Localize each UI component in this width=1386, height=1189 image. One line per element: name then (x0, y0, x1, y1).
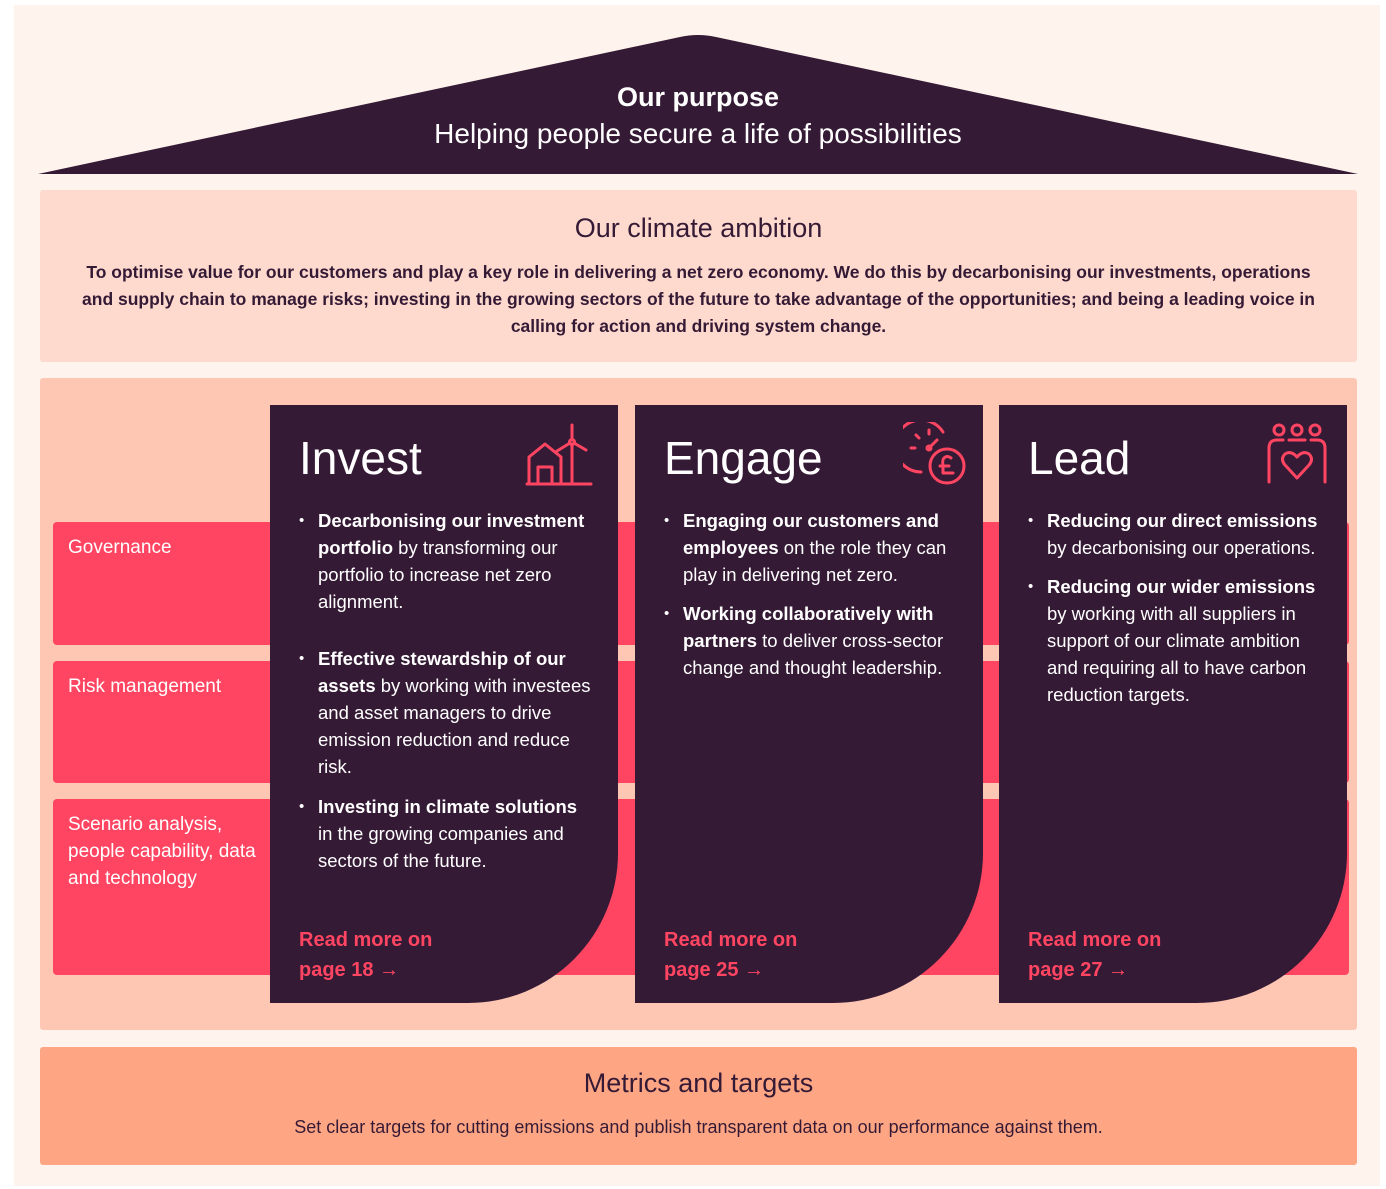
list-item: Reducing our wider emissions by working … (1028, 573, 1321, 708)
lead-list: Reducing our direct emissions by decarbo… (1028, 507, 1321, 708)
arrow-right-icon: → (379, 959, 400, 981)
pillar-invest: Invest Decarbonising our investment port… (270, 405, 618, 1003)
read-more-text: Read more on (664, 929, 798, 951)
metrics-title: Metrics and targets (583, 1068, 814, 1098)
people-heart-icon (1267, 423, 1327, 484)
climate-ambition-box: Our climate ambition To optimise value f… (40, 190, 1357, 362)
list-item: Working collaboratively with partners to… (664, 600, 957, 681)
engage-list: Engaging our customers and employees on … (664, 507, 957, 681)
ambition-title: Our climate ambition (574, 213, 823, 243)
governance-label: Governance (68, 537, 172, 558)
arrow-right-icon: → (744, 959, 765, 981)
read-more-text: Read more on (1028, 929, 1162, 951)
metrics-text: Set clear targets for cutting emissions … (294, 1117, 1103, 1137)
read-more-link[interactable]: Read more on page 25 → (664, 925, 864, 985)
pillar-engage: Engage Engaging our customers and employ… (635, 405, 983, 1003)
read-more-page: page 18 (299, 959, 374, 981)
list-item: Decarbonising our investment portfolio b… (299, 507, 592, 615)
purpose-title: Our purpose (616, 82, 779, 112)
pillar-lead: Lead Reducing our direct emissions by de… (999, 405, 1347, 1003)
list-item: Investing in climate solutions in the gr… (299, 793, 592, 874)
purpose-roof: Our purpose Helping people secure a life… (38, 34, 1358, 176)
house-wind-turbine-icon (525, 423, 593, 486)
risk-management-label: Risk management (68, 676, 222, 697)
read-more-link[interactable]: Read more on page 18 → (299, 925, 499, 985)
purpose-subtitle: Helping people secure a life of possibil… (434, 118, 962, 149)
metrics-box: Metrics and targets Set clear targets fo… (40, 1047, 1357, 1165)
arrow-right-icon: → (1108, 959, 1129, 981)
roof-shape (38, 35, 1358, 174)
list-item: Reducing our direct emissions by decarbo… (1028, 507, 1321, 561)
pillar-title: Engage (664, 432, 823, 484)
scenario-analysis-label: Scenario analysis, people capability, da… (68, 814, 256, 889)
ambition-text: To optimise value for our customers and … (82, 262, 1315, 336)
read-more-page: page 25 (664, 959, 739, 981)
pillar-title: Lead (1028, 432, 1131, 484)
read-more-page: page 27 (1028, 959, 1103, 981)
list-item: Effective stewardship of our assets by w… (299, 645, 592, 780)
read-more-text: Read more on (299, 929, 433, 951)
pillar-title: Invest (299, 432, 422, 484)
clock-pound-icon (903, 422, 966, 485)
list-item: Engaging our customers and employees on … (664, 507, 957, 588)
invest-list: Decarbonising our investment portfolio b… (299, 507, 592, 874)
read-more-link[interactable]: Read more on page 27 → (1028, 925, 1228, 985)
